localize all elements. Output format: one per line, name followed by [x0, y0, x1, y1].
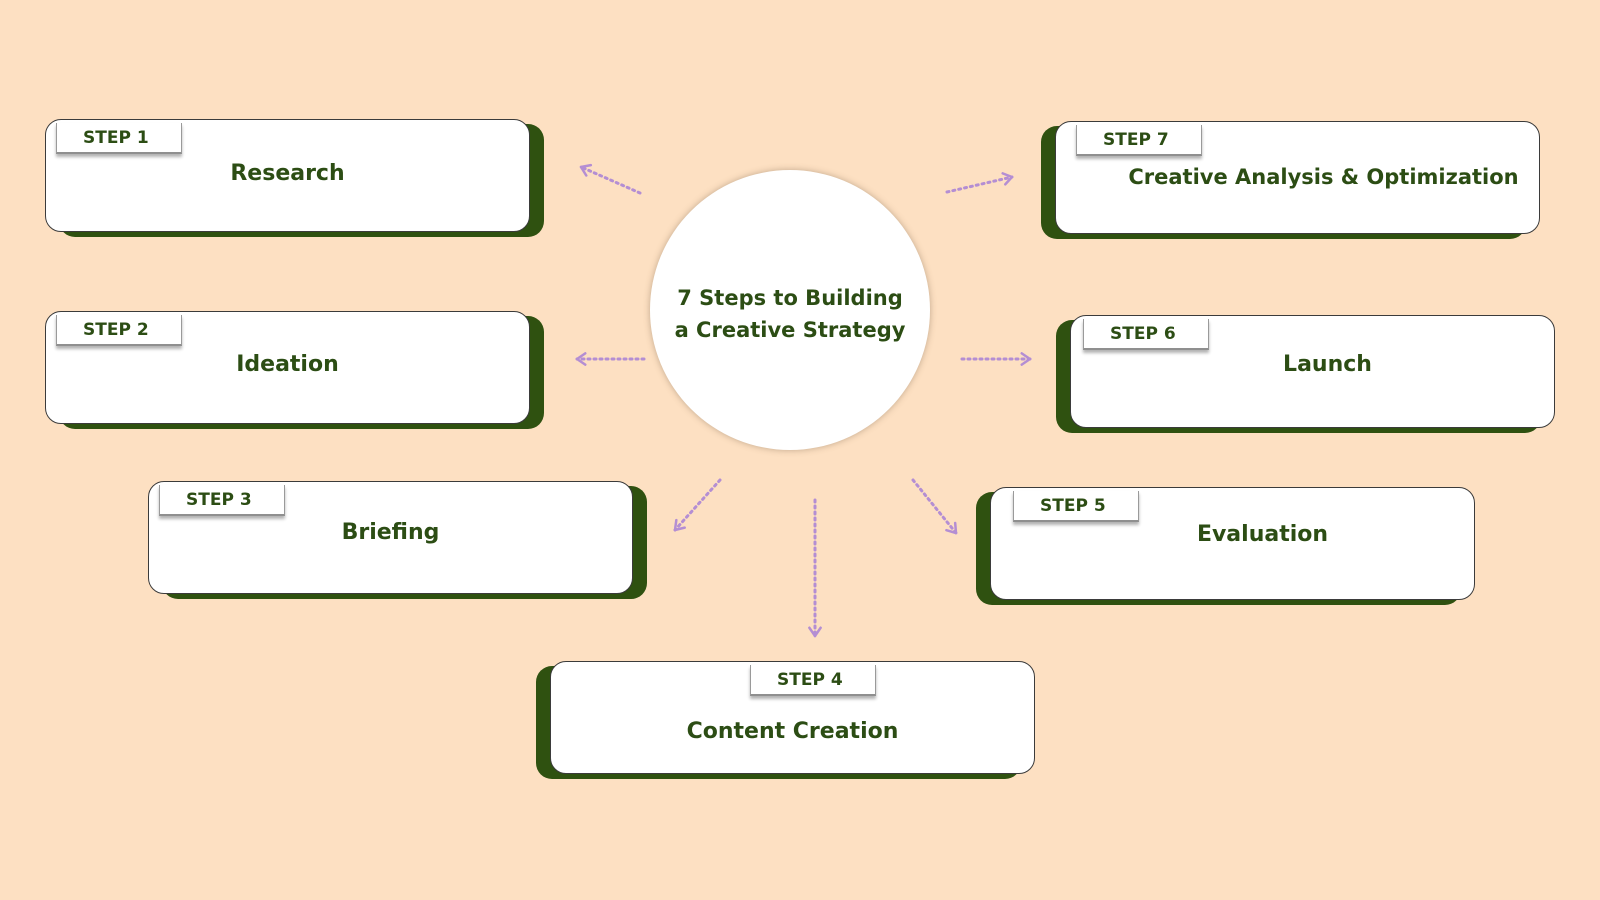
step-2-card-face: STEP 2 Ideation	[45, 311, 530, 424]
step-7-title: Creative Analysis & Optimization	[1128, 165, 1519, 189]
arrow-to-step-7	[945, 172, 1014, 194]
step-7-label: STEP 7	[1076, 125, 1202, 156]
step-7-card-face: STEP 7 Creative Analysis & Optimization	[1055, 121, 1540, 234]
step-1-label: STEP 1	[56, 123, 182, 154]
arrow-to-step-6	[960, 352, 1032, 366]
step-1-card: STEP 1 Research	[45, 119, 544, 237]
step-6-card-face: STEP 6 Launch	[1070, 315, 1555, 428]
step-1-card-face: STEP 1 Research	[45, 119, 530, 232]
step-5-card: STEP 5 Evaluation	[976, 487, 1475, 605]
step-7-card: STEP 7 Creative Analysis & Optimization	[1041, 121, 1540, 239]
step-4-card-face: STEP 4 Content Creation	[550, 661, 1035, 774]
step-4-card: STEP 4 Content Creation	[536, 661, 1035, 779]
step-3-card: STEP 3 Briefing	[148, 481, 647, 599]
step-5-label: STEP 5	[1013, 491, 1139, 522]
arrow-to-step-1	[579, 163, 642, 195]
arrow-to-step-3	[673, 478, 722, 532]
step-1-title: Research	[230, 161, 345, 186]
step-6-title: Launch	[1283, 352, 1372, 377]
step-3-card-face: STEP 3 Briefing	[148, 481, 633, 594]
step-6-label: STEP 6	[1083, 319, 1209, 350]
center-circle: 7 Steps to Building a Creative Strategy	[650, 170, 930, 450]
step-4-label: STEP 4	[750, 665, 876, 696]
arrow-to-step-5	[911, 478, 958, 535]
step-3-label: STEP 3	[159, 485, 285, 516]
step-2-label: STEP 2	[56, 315, 182, 346]
step-3-title: Briefing	[341, 520, 440, 545]
arrow-to-step-2	[575, 352, 646, 366]
step-2-card: STEP 2 Ideation	[45, 311, 544, 429]
center-title: 7 Steps to Building a Creative Strategy	[674, 286, 906, 342]
step-4-title: Content Creation	[686, 719, 899, 744]
step-5-card-face: STEP 5 Evaluation	[990, 487, 1475, 600]
step-2-title: Ideation	[236, 352, 339, 377]
step-5-title: Evaluation	[1196, 522, 1329, 547]
step-6-card: STEP 6 Launch	[1056, 315, 1555, 433]
arrow-to-step-4	[808, 498, 822, 638]
